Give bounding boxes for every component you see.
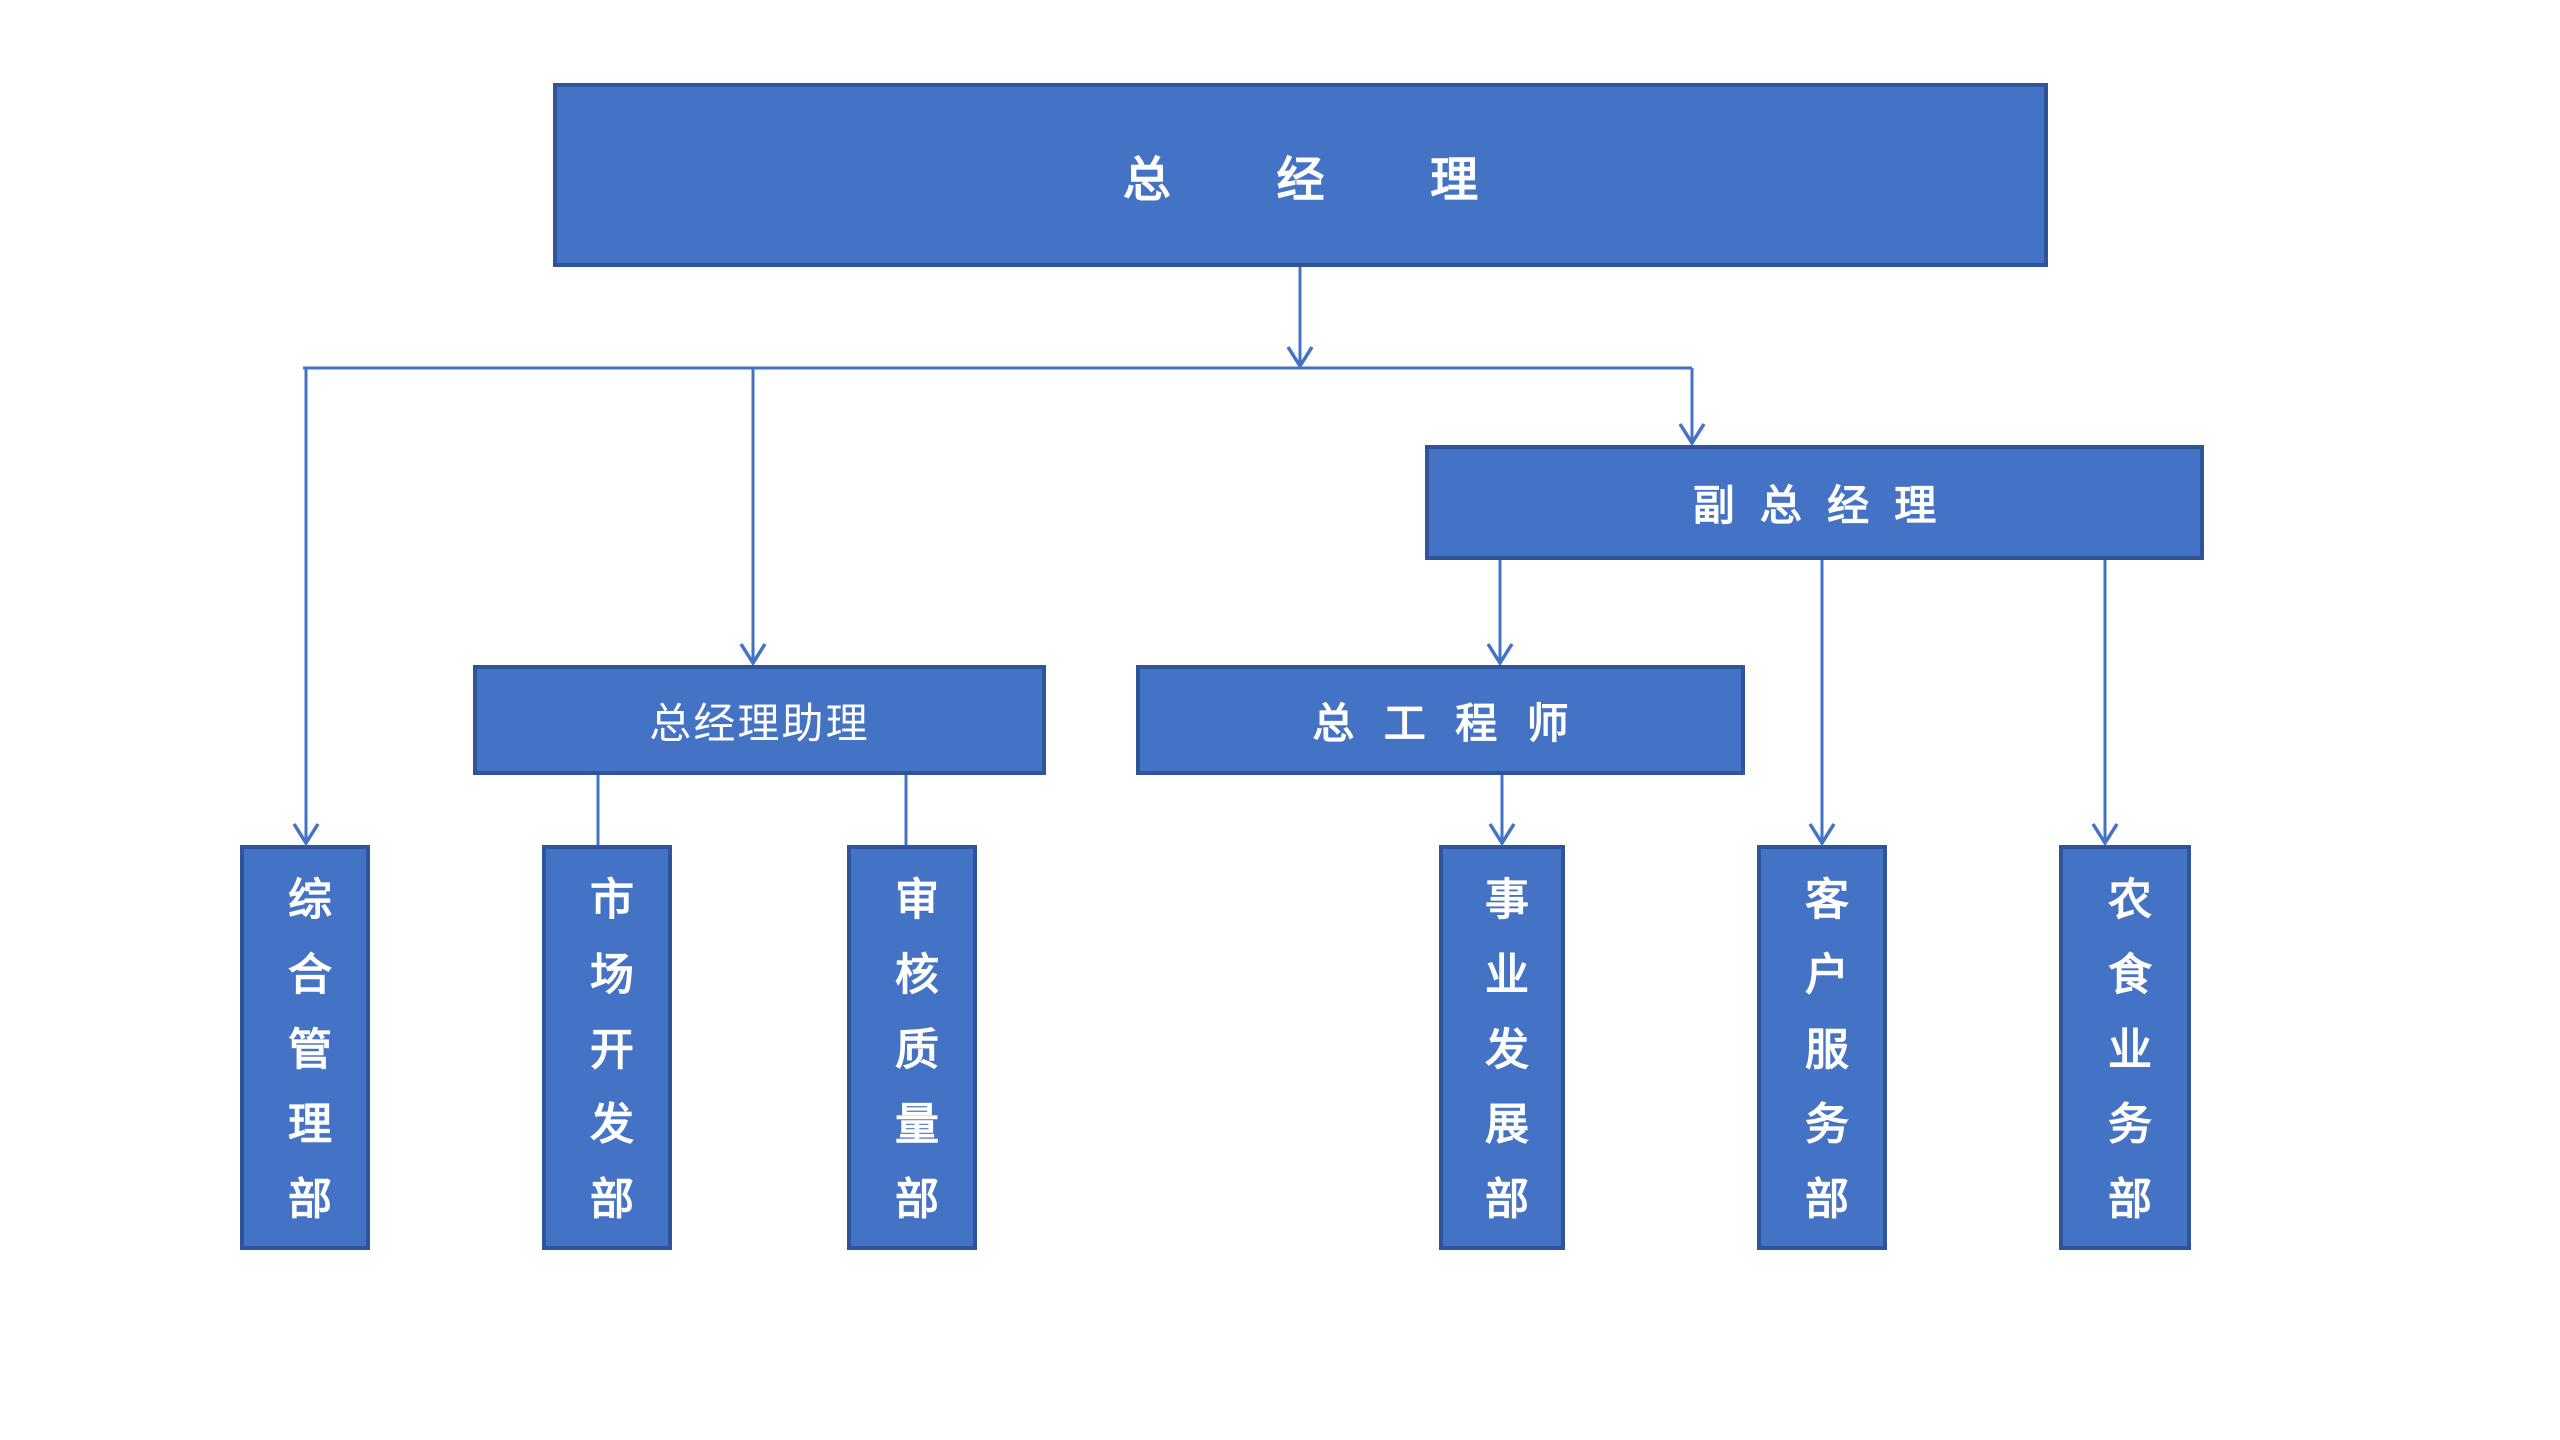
node-gm-assistant: 总经理助理 bbox=[473, 665, 1046, 775]
node-dept-market-development-label: 市场开发部 bbox=[582, 875, 633, 1250]
node-dept-business-development: 事业发展部 bbox=[1439, 845, 1565, 1250]
node-dept-market-development: 市场开发部 bbox=[542, 845, 672, 1250]
node-gm-assistant-label: 总经理助理 bbox=[649, 698, 870, 748]
node-dept-business-development-label: 事业发展部 bbox=[1477, 875, 1528, 1250]
node-dept-customer-service: 客户服务部 bbox=[1757, 845, 1887, 1250]
arrowhead bbox=[1286, 346, 1314, 370]
node-dept-audit-quality-label: 审核质量部 bbox=[887, 875, 938, 1250]
node-chief-engineer: 总工程师 bbox=[1136, 665, 1745, 775]
node-dept-comprehensive-management: 综合管理部 bbox=[240, 845, 370, 1250]
node-deputy-general-manager-label: 副总经理 bbox=[1692, 481, 1962, 530]
node-dept-comprehensive-management-label: 综合管理部 bbox=[280, 875, 331, 1250]
node-dept-agri-food-business: 农食业务部 bbox=[2059, 845, 2191, 1250]
node-general-manager-label: 总经理 bbox=[1122, 152, 1584, 208]
arrowhead bbox=[1808, 823, 1836, 847]
node-general-manager: 总经理 bbox=[553, 83, 2048, 267]
node-dept-audit-quality: 审核质量部 bbox=[847, 845, 977, 1250]
arrowhead bbox=[1488, 823, 1516, 847]
arrowhead bbox=[1678, 423, 1706, 447]
arrowhead bbox=[292, 823, 320, 847]
arrowhead bbox=[2091, 823, 2119, 847]
node-chief-engineer-label: 总工程师 bbox=[1312, 698, 1598, 748]
arrowhead bbox=[739, 643, 767, 667]
node-dept-customer-service-label: 客户服务部 bbox=[1797, 875, 1848, 1250]
arrowhead bbox=[1486, 643, 1514, 667]
node-deputy-general-manager: 副总经理 bbox=[1425, 445, 2204, 560]
node-dept-agri-food-business-label: 农食业务部 bbox=[2100, 875, 2151, 1250]
